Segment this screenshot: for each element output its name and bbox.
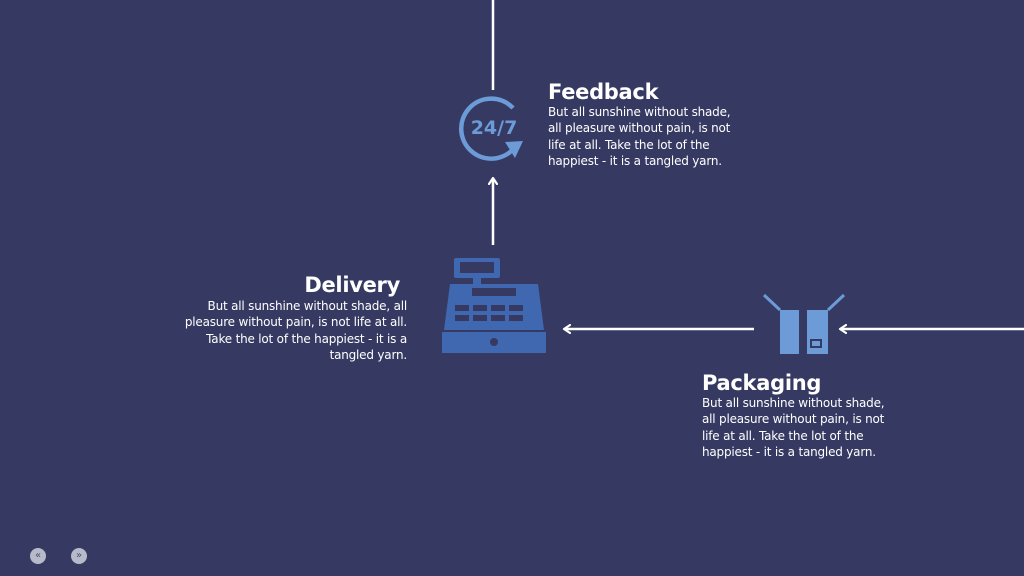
feedback-title: Feedback [548, 80, 659, 104]
clock-24-7-icon: 24/7 [459, 96, 523, 161]
feedback-line: But all sunshine without shade, [548, 105, 731, 119]
fast-forward-icon[interactable]: » [71, 548, 87, 564]
feedback-line: life at all. Take the lot of the [548, 137, 710, 152]
packaging-title: Packaging [702, 371, 822, 395]
packaging-description: But all sunshine without shade, all plea… [702, 395, 885, 460]
delivery-title: Delivery [304, 273, 400, 297]
rewind-icon[interactable]: « [30, 548, 46, 564]
feedback-description: But all sunshine without shade, all plea… [548, 104, 731, 169]
delivery-description: But all sunshine without shade, all plea… [185, 298, 407, 363]
packaging-line: all pleasure without pain, is not [702, 412, 885, 427]
delivery-line: pleasure without pain, is not life at al… [184, 315, 407, 330]
feedback-line: happiest - it is a tangled yarn. [548, 153, 722, 168]
delivery-line: But all sunshine without shade, all [207, 299, 408, 313]
packaging-line: But all sunshine without shade, [702, 396, 885, 410]
packaging-line: life at all. Take the lot of the [702, 428, 864, 443]
cash-register-icon [442, 258, 546, 353]
open-box-icon [762, 293, 846, 354]
packaging-line: happiest - it is a tangled yarn. [702, 444, 876, 459]
delivery-line: tangled yarn. [329, 347, 408, 362]
delivery-line: Take the lot of the happiest - it is a [206, 331, 407, 346]
feedback-line: all pleasure without pain, is not [548, 121, 731, 136]
badge-24-7: 24/7 [471, 117, 518, 139]
